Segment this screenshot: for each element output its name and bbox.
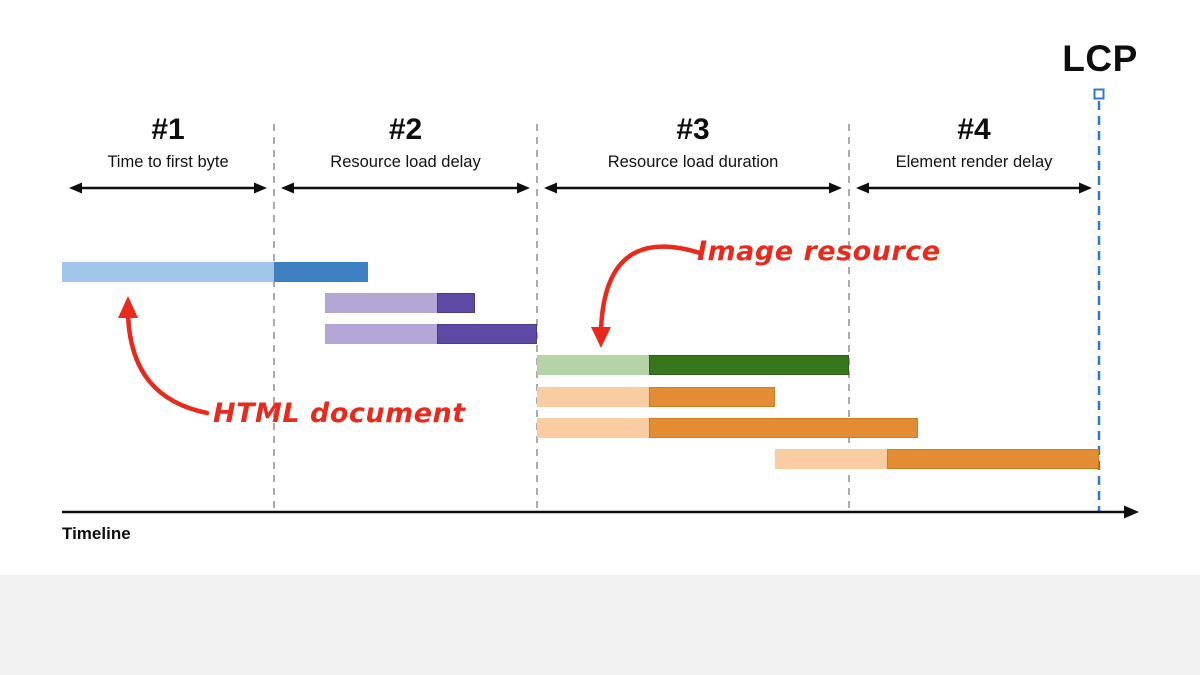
document-bar-light-segment [62,262,274,282]
stylesheet-bar-dark-segment [437,324,537,344]
phase-label: Resource load delay [330,153,481,171]
script-bar-light-segment [537,387,649,407]
phase-number: #4 [957,113,991,146]
phase-number: #2 [388,113,423,146]
stylesheet-bar-light-segment [325,324,437,344]
image-bar-dark-segment [649,355,849,375]
stylesheet-bar-dark-segment [437,293,475,313]
script-bar-dark-segment [649,387,775,407]
document-bar-dark-segment [274,262,368,282]
phase-label: Element render delay [895,153,1053,171]
phase-number: #3 [676,113,710,146]
stylesheet-bar-light-segment [325,293,437,313]
image-bar-light-segment [537,355,649,375]
annotation-image-resource: Image resource [697,236,941,267]
annotation-html-document: HTML document [213,398,466,429]
phase-label: Resource load duration [607,153,779,171]
script-bar-light-segment [775,449,887,469]
phase-number: #1 [151,113,185,146]
legend-strip: Document Stylesheet Script Image [0,575,1200,675]
script-bar-dark-segment [887,449,1099,469]
script-bar-light-segment [537,418,649,438]
script-bar-dark-segment [649,418,918,438]
timeline-label: Timeline [62,524,131,543]
phase-label: Time to first byte [107,153,229,171]
lcp-label: LCP [1062,38,1138,79]
